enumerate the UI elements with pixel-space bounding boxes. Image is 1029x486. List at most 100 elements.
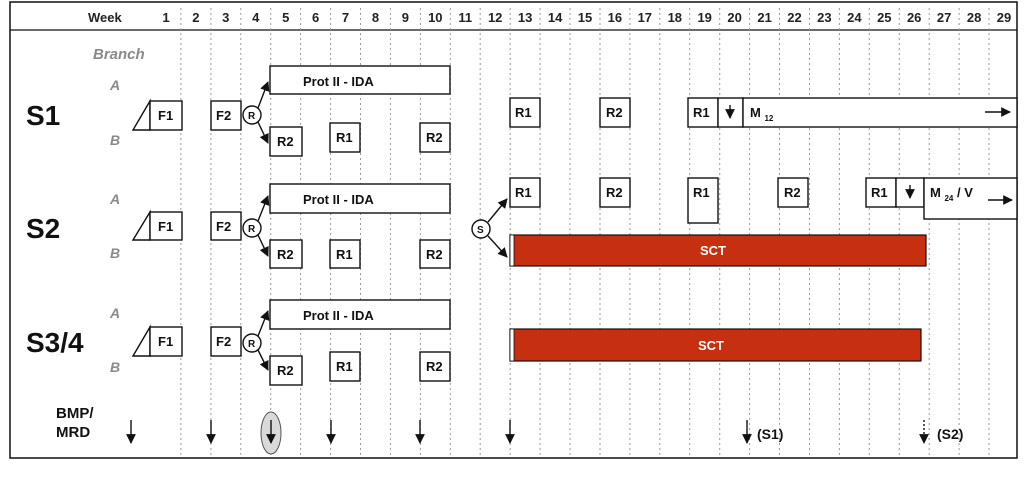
block-r1-label: R1 [871,185,888,200]
block-f2 [210,326,242,357]
block-f2 [210,211,242,241]
block-r1 [509,97,541,128]
block-f1-label: F1 [158,108,173,123]
arrow-branch-a [257,310,270,337]
stratum-s2: S2 A B F1 F2 R Prot II - IDA R2 R1 R2 S … [26,177,1018,269]
block-r2-label: R2 [784,185,801,200]
prephase-wedge [131,98,151,131]
branch-label: Branch [93,46,145,63]
randomization-label: R [248,224,256,235]
stratum-label-s2: S2 [26,213,60,244]
block-f1-label: F1 [158,334,173,349]
week-number-9: 9 [402,10,409,25]
block-r1 [687,177,719,224]
week-number-29: 29 [997,10,1011,25]
stratification-circle [471,219,491,239]
week-number-24: 24 [847,10,862,25]
week-number-7: 7 [342,10,349,25]
week-number-6: 6 [312,10,319,25]
diagram-frame [9,1,1018,459]
block-r1-label: R1 [336,130,353,145]
prephase-wedge [131,324,151,357]
block-prot-label: Prot II - IDA [303,308,374,323]
block-r2-label: R2 [606,105,623,120]
block-prot-label: Prot II - IDA [303,74,374,89]
block-r2-label: R2 [606,185,623,200]
block-maintenance-label: M 24 / V [930,185,973,203]
stratum-label-s34: S3/4 [26,327,84,358]
sct-label: SCT [698,338,724,353]
branch-a-s2: A [109,191,120,207]
prephase-wedge [131,209,151,241]
week-number-4: 4 [252,10,260,25]
block-r2 [269,126,303,157]
block-r1-label: R1 [693,105,710,120]
block-f2-label: F2 [216,108,231,123]
week-number-15: 15 [578,10,592,25]
week-number-10: 10 [428,10,442,25]
block-f2 [210,100,242,131]
arrow-branch-a [257,81,270,109]
week-number-13: 13 [518,10,532,25]
bmp-mrd-row: BMP/ MRD (S1) (S2) [56,405,963,455]
stratum-s34: S3/4 A B F1 F2 R Prot II - IDA R2 R1 R2 … [26,299,922,386]
week-number-20: 20 [727,10,741,25]
week-number-12: 12 [488,10,502,25]
block-r1 [509,177,541,208]
block-f1 [149,100,183,131]
block-r2-label: R2 [426,130,443,145]
week-number-18: 18 [668,10,682,25]
block-r1 [329,122,361,153]
block-r2 [599,177,631,208]
week-number-5: 5 [282,10,289,25]
block-r1-label: R1 [336,359,353,374]
arrow-branch-a [487,198,508,223]
block-maintenance-24 [923,177,1018,220]
week-number-21: 21 [757,10,771,25]
block-r2 [269,355,303,386]
block-maintenance-label: M 12 [750,105,774,123]
randomization-circle [242,105,262,125]
branch-b-s34: B [110,359,120,375]
block-r1 [329,351,361,382]
block-r1 [329,239,361,269]
stratum-s1: S1 A B F1 F2 R Prot II - IDA R2 R1 R2 R1… [26,65,1018,157]
block-r2 [419,239,451,269]
block-prot-label: Prot II - IDA [303,192,374,207]
block-r2-label: R2 [426,247,443,262]
block-prot [269,299,451,330]
block-r1-label: R1 [515,105,532,120]
block-f2-label: F2 [216,219,231,234]
mrd-label: MRD [56,424,90,441]
stratum-label-s1: S1 [26,100,60,131]
week-number-8: 8 [372,10,379,25]
block-r2-label: R2 [426,359,443,374]
block-r2 [269,239,303,269]
branch-b-s1: B [110,132,120,148]
week-number-27: 27 [937,10,951,25]
branch-b-s2: B [110,245,120,261]
block-r1-label: R1 [515,185,532,200]
randomization-label: R [248,339,256,350]
bmp-note-s1: (S1) [757,426,783,442]
sct-bar [509,328,922,362]
block-prot [269,65,451,95]
week-number-1: 1 [162,10,169,25]
block-r2-label: R2 [277,247,294,262]
stratification-label: S [477,225,484,236]
block-r1-label: R1 [693,185,710,200]
sct-bar-edge [509,234,515,267]
branch-a-s34: A [109,305,120,321]
bmp-note-s2: (S2) [937,426,963,442]
week-label: Week [88,10,122,25]
block-r2 [419,122,451,153]
bmp-label: BMP/ [56,405,94,422]
block-r2-label: R2 [277,134,294,149]
block-r1 [687,97,719,128]
arrow-branch-b [257,234,269,257]
week-number-16: 16 [608,10,622,25]
block-r1-label: R1 [336,247,353,262]
week-number-14: 14 [548,10,563,25]
arrow-branch-b [257,349,269,371]
